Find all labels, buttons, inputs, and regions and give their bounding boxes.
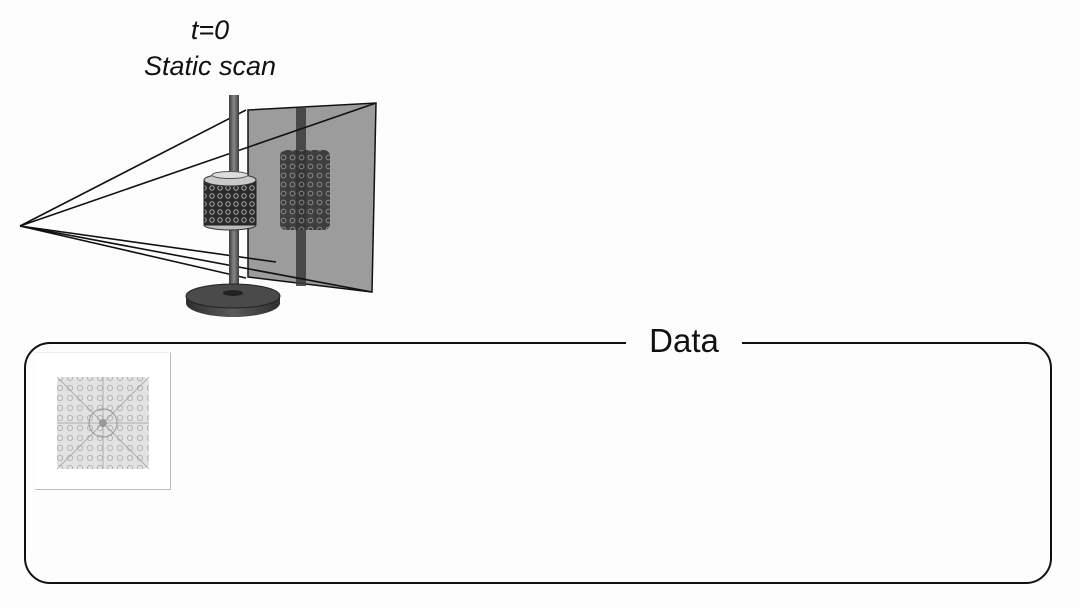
diffraction-pattern-icon: [56, 376, 150, 470]
scan-mode-label: Static scan: [143, 51, 277, 81]
time-label: t=0: [190, 15, 230, 45]
specimen-shadow: [280, 150, 330, 230]
projection-thumbnail[interactable]: [35, 352, 171, 490]
data-panel: [24, 342, 1052, 584]
data-panel-title: Data: [626, 320, 742, 362]
scan-setup-diagram: [19, 95, 377, 317]
lattice-specimen: [203, 171, 257, 231]
